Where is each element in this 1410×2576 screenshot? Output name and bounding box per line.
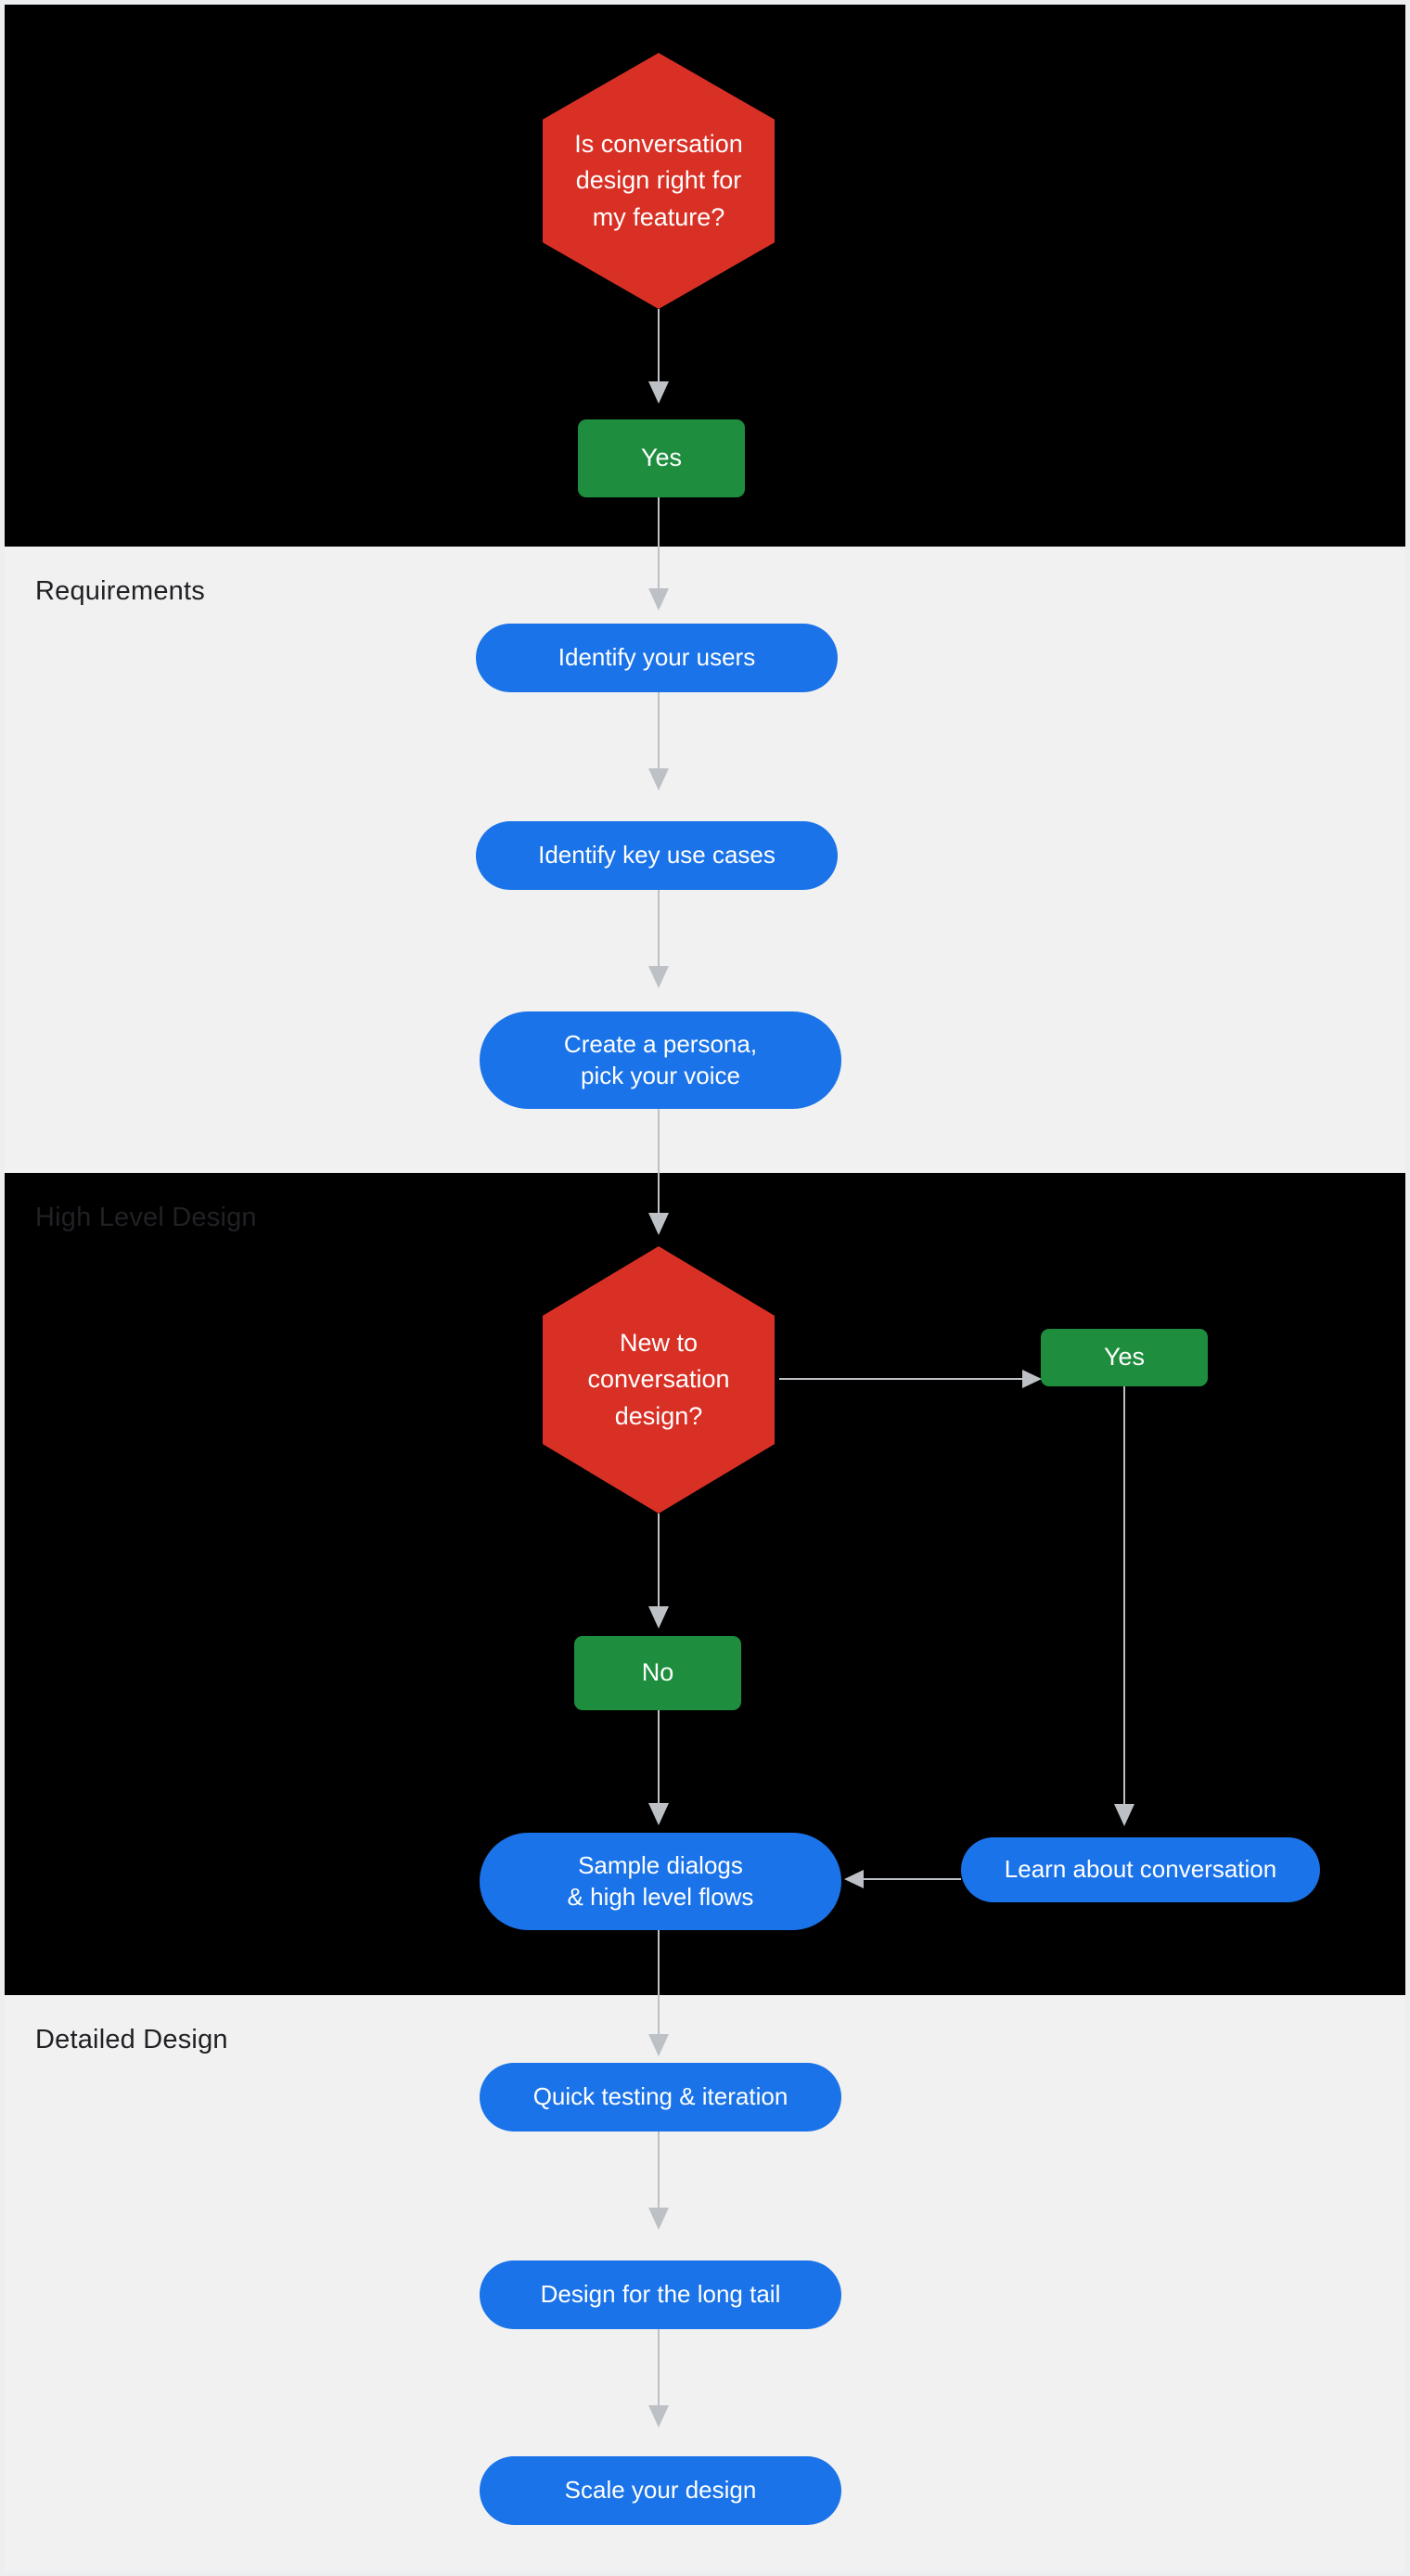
answer-yes-conversation-design[interactable]: Yes [578, 419, 745, 497]
arrowhead-decision2-to-yes2 [1022, 1370, 1042, 1388]
connector-decision2-to-yes2 [779, 1378, 1034, 1380]
arrowhead-decision2-to-no [648, 1606, 669, 1629]
step-scale-your-design[interactable]: Scale your design [480, 2456, 841, 2525]
arrowhead-long-tail-to-scale [648, 2405, 669, 2428]
connector-sample-dialogs-to-quick-testing [658, 1930, 660, 2034]
step-sample-dialogs-and-high-level-flows[interactable]: Sample dialogs & high level flows [480, 1833, 841, 1930]
arrowhead-users-to-use-cases [648, 768, 669, 791]
step-identify-your-users[interactable]: Identify your users [476, 624, 838, 692]
step-design-for-the-long-tail[interactable]: Design for the long tail [480, 2260, 841, 2329]
connector-quick-testing-to-long-tail [658, 2132, 660, 2208]
arrowhead-quick-testing-to-long-tail [648, 2208, 669, 2230]
connector-decision2-to-no [658, 1513, 660, 1606]
answer-yes-new-to-conversation-design[interactable]: Yes [1041, 1329, 1208, 1386]
connector-yes2-to-learn [1123, 1386, 1125, 1804]
connector-persona-to-decision2 [658, 1109, 660, 1213]
arrowhead-decision1-to-yes1 [648, 381, 669, 404]
connector-long-tail-to-scale [658, 2329, 660, 2405]
answer-no-new-to-conversation-design[interactable]: No [574, 1636, 741, 1710]
arrowhead-no-to-sample-dialogs [648, 1803, 669, 1825]
step-learn-about-conversation[interactable]: Learn about conversation [961, 1837, 1320, 1902]
arrowhead-use-cases-to-persona [648, 966, 669, 988]
step-quick-testing-and-iteration[interactable]: Quick testing & iteration [480, 2063, 841, 2132]
band-label-requirements: Requirements [35, 576, 205, 606]
arrowhead-learn-to-sample-dialogs [844, 1870, 864, 1888]
band-label-detailed-design: Detailed Design [35, 2025, 228, 2054]
band-label-high-level-design: High Level Design [35, 1203, 257, 1232]
connector-use-cases-to-persona [658, 890, 660, 966]
step-identify-key-use-cases[interactable]: Identify key use cases [476, 821, 838, 890]
arrowhead-yes1-to-identify-users [648, 588, 669, 611]
connector-decision1-to-yes1 [658, 309, 660, 381]
step-create-a-persona-pick-your-voice[interactable]: Create a persona, pick your voice [480, 1011, 841, 1109]
connector-learn-to-sample-dialogs [864, 1878, 961, 1880]
connector-users-to-use-cases [658, 692, 660, 768]
connector-yes1-to-identify-users [658, 497, 660, 588]
connector-no-to-sample-dialogs [658, 1710, 660, 1803]
arrowhead-sample-dialogs-to-quick-testing [648, 2034, 669, 2056]
arrowhead-persona-to-decision2 [648, 1213, 669, 1235]
arrowhead-yes2-to-learn [1114, 1804, 1134, 1826]
